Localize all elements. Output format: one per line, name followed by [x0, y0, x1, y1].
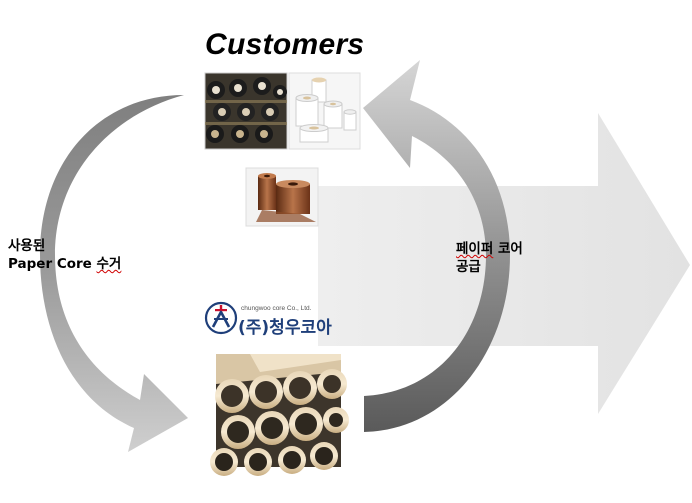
supply-label-word2: 코어	[493, 241, 523, 257]
collection-arc-arrow	[40, 95, 188, 452]
collection-label-line2: Paper Core 수거	[8, 255, 121, 273]
paper-cores-photo	[210, 354, 349, 476]
supply-label-line2: 공급	[456, 259, 481, 275]
collection-label-line1: 사용된	[8, 238, 46, 254]
collection-label-prefix: Paper Core	[8, 256, 97, 272]
collection-label-suffix: 수거	[96, 256, 122, 272]
collection-label: 사용된 Paper Core 수거	[8, 237, 121, 273]
customers-title: Customers	[205, 28, 365, 61]
company-name: (주)청우코아	[238, 318, 332, 338]
company-subtitle: chungwoo core Co., Ltd.	[241, 305, 312, 312]
supply-arc-arrow	[363, 60, 510, 432]
ribbon-rolls-photo	[204, 72, 288, 150]
supply-label-line1: 페이퍼 코어	[456, 240, 523, 258]
white-rolls-photo	[288, 72, 361, 150]
supply-label-word1: 페이퍼	[456, 241, 494, 257]
supply-label: 페이퍼 코어 공급	[456, 240, 523, 276]
company-logo-icon	[204, 301, 238, 335]
film-roll-photo	[245, 167, 319, 227]
